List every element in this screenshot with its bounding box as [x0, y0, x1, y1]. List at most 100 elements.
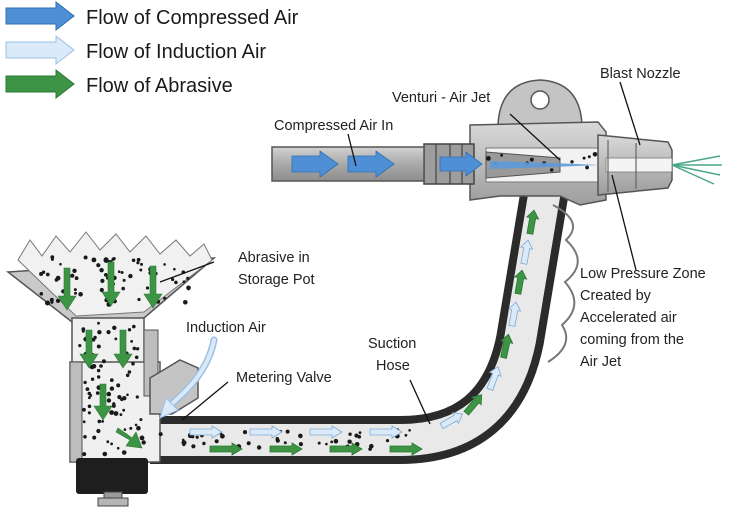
induction-flow-arrow	[507, 301, 522, 327]
hose-interior	[150, 187, 561, 456]
legend-compressed-arrow	[5, 0, 75, 32]
abrasive-particle	[113, 411, 119, 416]
abrasive-particle	[122, 408, 126, 412]
abrasive-particle	[72, 268, 77, 273]
hose-flow-arrows	[189, 209, 540, 456]
abrasive-particle	[127, 370, 132, 374]
abrasive-particle	[59, 262, 62, 266]
abrasive-particle	[592, 152, 598, 157]
abrasive-particle	[130, 340, 134, 343]
abrasive-particle	[96, 344, 101, 349]
pot-base-weight	[76, 458, 148, 494]
abrasive-particle	[186, 276, 190, 280]
abrasive-particle	[136, 261, 140, 265]
abrasive-particle	[137, 297, 141, 302]
label-suction: Suction	[368, 336, 416, 352]
abrasive-particle	[123, 428, 127, 431]
abrasive-particle	[39, 272, 44, 276]
abrasive-flow-arrow	[329, 442, 363, 456]
abrasive-particle	[85, 387, 90, 391]
metering-valve-block	[149, 359, 199, 415]
abrasive-particle	[136, 425, 141, 431]
abrasive-particle	[116, 446, 120, 450]
abrasive-flow-arrow	[513, 269, 528, 295]
abrasive-particle	[87, 411, 91, 415]
abrasive-particle	[145, 286, 150, 290]
abrasive-particle	[486, 156, 491, 161]
abrasive-particle	[195, 435, 199, 439]
abrasive-particle	[202, 441, 206, 446]
abrasive-particle	[582, 156, 586, 160]
abrasive-particle	[163, 263, 166, 266]
abrasive-particle	[97, 330, 102, 335]
abrasive-particle	[529, 157, 534, 162]
abrasive-particle	[317, 441, 321, 445]
abrasive-particle	[78, 344, 82, 348]
abrasive-particle	[82, 452, 87, 457]
abrasive-particle	[183, 300, 188, 305]
abrasive-particle	[55, 298, 61, 303]
abrasive-particle	[110, 442, 113, 446]
legend-induction-label: Flow of Induction Air	[86, 41, 266, 63]
abrasive-particle	[121, 286, 125, 291]
label-blast-nozzle: Blast Nozzle	[600, 66, 681, 82]
abrasive-particle	[139, 418, 143, 422]
induction-flow-arrow	[189, 425, 223, 439]
label-low-pressure-1: Low Pressure Zone	[580, 266, 706, 282]
abrasive-particle	[120, 271, 124, 274]
abrasive-particle	[325, 442, 328, 446]
abrasive-particle	[96, 368, 101, 373]
abrasive-particle	[109, 378, 114, 382]
abrasive-particle	[182, 280, 186, 284]
abrasive-flow-arrow	[269, 442, 303, 456]
abrasive-particle	[106, 398, 112, 403]
legend-abrasive-label: Flow of Abrasive	[86, 75, 233, 97]
label-low-pressure-3: Accelerated air	[580, 310, 677, 326]
abrasive-particle	[114, 337, 118, 341]
abrasive-particle	[100, 278, 105, 283]
abrasive-particle	[354, 433, 359, 438]
label-metering-valve: Metering Valve	[236, 370, 332, 386]
abrasive-particle	[97, 419, 102, 424]
label-induction-air: Induction Air	[186, 320, 266, 336]
abrasive-particle	[587, 155, 591, 159]
abrasive-particle	[83, 380, 87, 385]
induction-flow-arrow	[486, 366, 502, 391]
abrasive-particle	[89, 394, 93, 397]
abrasive-particle	[117, 395, 122, 400]
abrasive-particle	[135, 347, 140, 351]
abrasive-particle	[117, 270, 121, 274]
abrasive-particle	[132, 346, 137, 351]
abrasive-particle	[111, 403, 116, 408]
abrasive-particle	[89, 364, 95, 370]
abrasive-particle	[122, 278, 126, 282]
abrasive-particle	[88, 396, 91, 400]
abrasive-particle	[246, 441, 251, 446]
abrasive-particle	[348, 432, 352, 436]
label-low-pressure-2: Created by	[580, 288, 652, 304]
abrasive-particle	[182, 443, 186, 447]
abrasive-particle	[158, 432, 163, 437]
abrasive-particle	[214, 439, 219, 444]
label-venturi: Venturi - Air Jet	[392, 90, 490, 106]
induction-flow-arrow	[249, 425, 283, 439]
abrasive-particle	[99, 287, 104, 293]
abrasive-flow-arrow	[209, 442, 243, 456]
abrasive-particle	[122, 396, 127, 401]
legend: Flow of Compressed Air Flow of Induction…	[5, 0, 299, 100]
abrasive-particle	[92, 435, 97, 440]
abrasive-particle	[74, 276, 79, 281]
abrasive-particle	[96, 263, 101, 268]
abrasive-particle	[139, 268, 143, 272]
abrasive-particle	[45, 272, 50, 277]
abrasive-particle	[106, 330, 111, 335]
abrasive-particle	[134, 423, 138, 427]
abrasive-particle	[134, 355, 139, 360]
abrasive-particle	[73, 288, 77, 292]
abrasive-particle	[283, 441, 287, 445]
abrasive-particle	[54, 278, 59, 282]
label-storage-pot: Storage Pot	[238, 272, 315, 288]
abrasive-particle	[50, 255, 55, 259]
abrasive-particle	[112, 325, 117, 330]
abrasive-particle	[99, 268, 104, 273]
